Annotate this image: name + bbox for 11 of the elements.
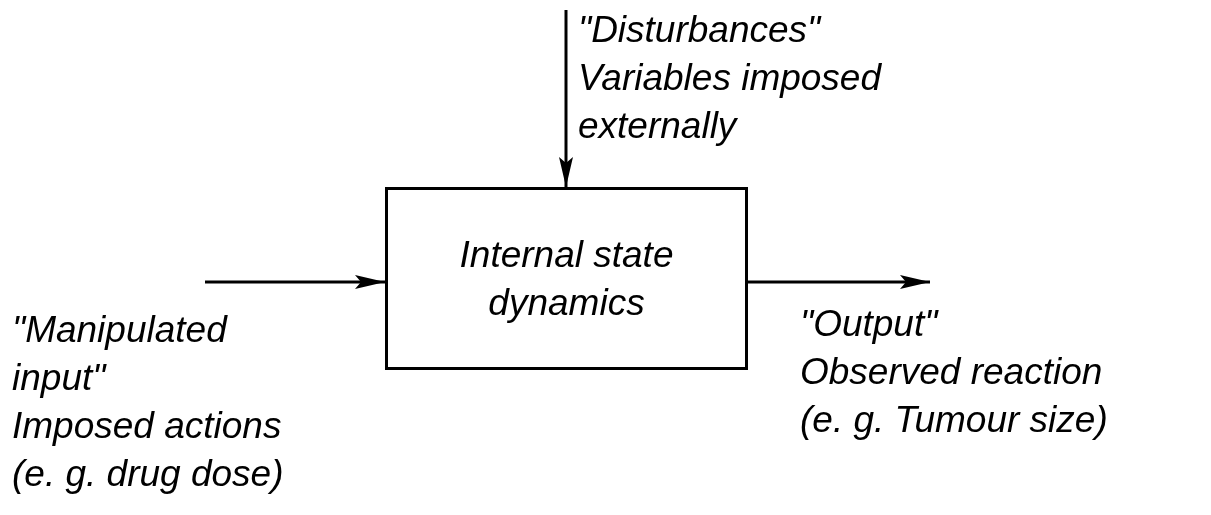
heading-text: "Output" bbox=[800, 302, 940, 346]
process-label: Internal state dynamics bbox=[458, 232, 675, 325]
process-box bbox=[385, 187, 748, 370]
description-text: Observed reaction (e. g. Tumour size) bbox=[800, 350, 1109, 442]
heading-text: "Manipulated input" bbox=[12, 308, 229, 400]
description-text: Imposed actions (e. g. drug dose) bbox=[12, 404, 285, 496]
arrow bbox=[205, 275, 385, 289]
arrow bbox=[559, 10, 573, 187]
description-text: Variables imposed externally bbox=[578, 56, 883, 148]
heading-text: "Disturbances" bbox=[578, 8, 823, 52]
arrow bbox=[748, 275, 930, 289]
